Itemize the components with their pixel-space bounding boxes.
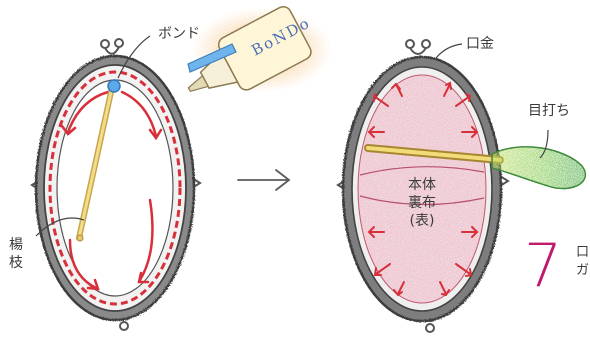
frame-leader-line [436,44,462,58]
frame-label: 口金 [466,36,494,52]
lining-label-line-2: 裏布 [392,194,452,212]
awl-label: 目打ち [528,103,570,119]
glue-drop [108,80,120,92]
step-text-fragment-2: ガ [576,262,590,280]
step-arrow [238,170,289,190]
lining-label-line-3: (表) [392,212,452,230]
left-purse-top-clasp [101,39,123,54]
toothpick-label-char-1: 楊 [8,237,24,255]
step-text-fragment-1: 口 [576,244,590,262]
glue-bottle: BoNDo [175,4,332,114]
step-number: 7 [524,236,562,296]
toothpick-label: 楊 枝 [8,237,24,272]
step-text-cut: 口 ガ [576,244,590,280]
bond-label: ボンド [158,26,200,42]
toothpick-label-char-2: 枝 [8,255,24,273]
lining-label-line-1: 本体 [392,176,452,194]
right-purse-top-clasp [406,40,430,54]
left-purse [32,36,200,330]
lining-label: 本体 裏布 (表) [392,176,452,231]
